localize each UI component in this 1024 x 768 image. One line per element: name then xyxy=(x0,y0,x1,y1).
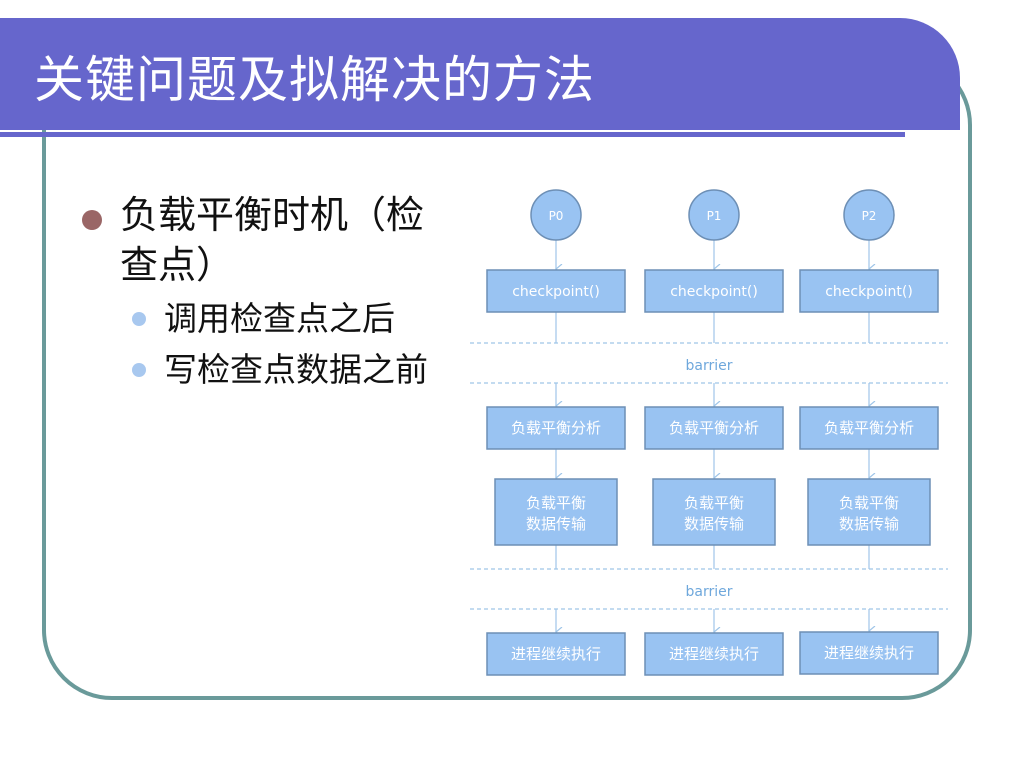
analysis-box xyxy=(644,406,784,450)
analysis-label: 负载平衡分析 xyxy=(511,419,601,437)
bullet-sub-text: 写检查点数据之前 xyxy=(164,350,428,389)
checkpoint-label: checkpoint() xyxy=(825,284,913,300)
bullet-main-text: 负载平衡时机（检查点） xyxy=(120,193,425,287)
analysis-box xyxy=(486,406,626,450)
checkpoint-label: checkpoint() xyxy=(670,284,758,300)
title-underline xyxy=(0,132,905,137)
transfer-label-line1: 负载平衡 xyxy=(526,494,586,512)
barrier-label-2: barrier xyxy=(686,584,733,600)
checkpoint-box xyxy=(486,269,626,313)
transfer-label-line2: 数据传输 xyxy=(684,515,744,533)
process-label: P1 xyxy=(707,209,722,223)
process-flow-diagram: barrier barrier P0 checkpoint() 负载平衡分析 负… xyxy=(470,189,948,676)
transfer-label-line2: 数据传输 xyxy=(839,515,899,533)
continue-box xyxy=(644,632,784,676)
title-bar xyxy=(0,18,960,130)
transfer-label-line1: 负载平衡 xyxy=(839,494,899,512)
process-column-p1: P1 checkpoint() 负载平衡分析 负载平衡 数据传输 进程继续执行 xyxy=(644,189,784,676)
transfer-box xyxy=(807,478,931,546)
content-frame xyxy=(42,55,972,700)
process-column-p2: P2 checkpoint() 负载平衡分析 负载平衡 数据传输 进程继续执行 xyxy=(799,189,939,675)
analysis-box xyxy=(799,406,939,450)
checkpoint-box xyxy=(644,269,784,313)
analysis-label: 负载平衡分析 xyxy=(669,419,759,437)
bullet-sub-text: 调用检查点之后 xyxy=(164,299,395,338)
process-node xyxy=(843,189,895,241)
continue-box xyxy=(799,631,939,675)
slide-title: 关键问题及拟解决的方法 xyxy=(34,51,595,109)
process-label: P0 xyxy=(549,209,564,223)
bullet-dot-icon xyxy=(132,363,146,377)
transfer-label-line1: 负载平衡 xyxy=(684,494,744,512)
bullet-sub-1: 调用检查点之后 xyxy=(132,296,460,341)
checkpoint-label: checkpoint() xyxy=(512,284,600,300)
transfer-label-line2: 数据传输 xyxy=(526,515,586,533)
checkpoint-box xyxy=(799,269,939,313)
continue-label: 进程继续执行 xyxy=(669,645,759,663)
transfer-box xyxy=(652,478,776,546)
process-label: P2 xyxy=(862,209,877,223)
transfer-box xyxy=(494,478,618,546)
bullet-main: 负载平衡时机（检查点） xyxy=(80,190,460,290)
barrier-label-1: barrier xyxy=(686,358,733,374)
bullet-sub-2: 写检查点数据之前 xyxy=(132,347,460,392)
bullet-dot-icon xyxy=(82,210,102,230)
analysis-label: 负载平衡分析 xyxy=(824,419,914,437)
continue-label: 进程继续执行 xyxy=(511,645,601,663)
process-column-p0: P0 checkpoint() 负载平衡分析 负载平衡 数据传输 进程继续执行 xyxy=(486,189,626,676)
continue-box xyxy=(486,632,626,676)
bullet-dot-icon xyxy=(132,312,146,326)
continue-label: 进程继续执行 xyxy=(824,644,914,662)
process-node xyxy=(530,189,582,241)
barrier-lines xyxy=(470,342,948,610)
bullet-list: 负载平衡时机（检查点） 调用检查点之后 写检查点数据之前 xyxy=(80,190,460,392)
process-node xyxy=(688,189,740,241)
